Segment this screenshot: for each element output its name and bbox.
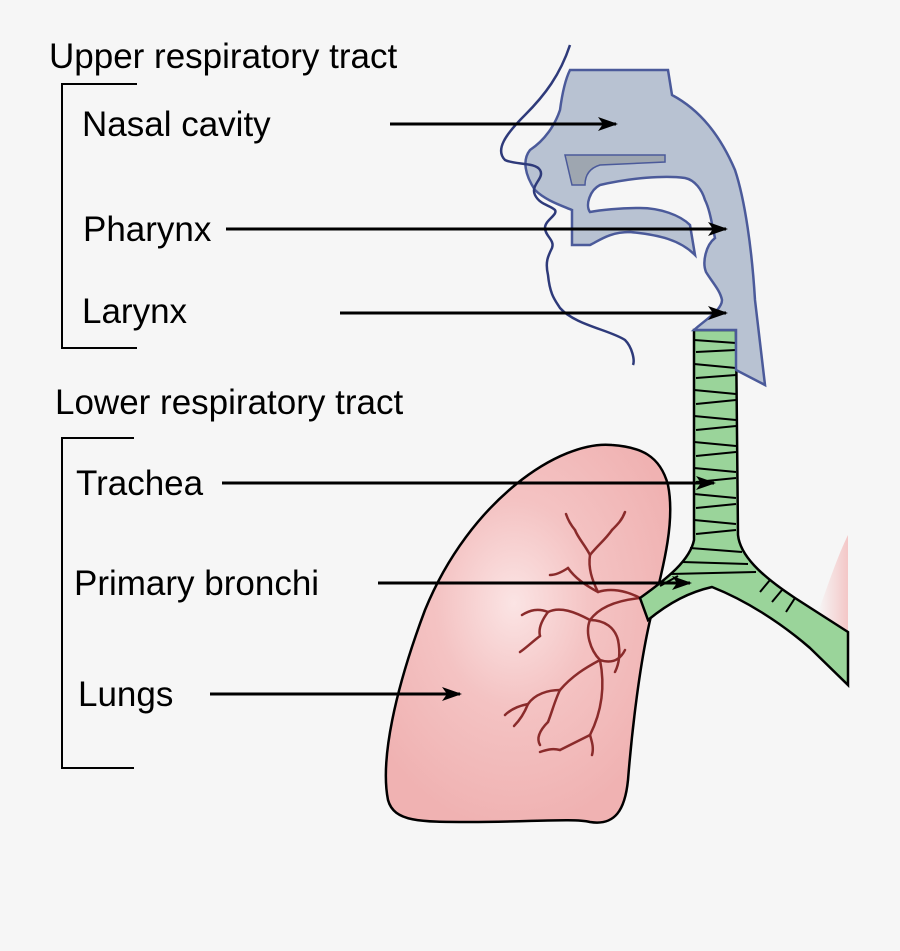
right-lung-fragment bbox=[818, 535, 848, 635]
label-lungs: Lungs bbox=[78, 675, 174, 714]
label-pharynx: Pharynx bbox=[83, 210, 212, 249]
label-arrows bbox=[210, 117, 728, 701]
label-trachea: Trachea bbox=[76, 464, 204, 503]
upper-tract-bracket bbox=[61, 83, 137, 349]
lower-tract-bracket bbox=[61, 437, 134, 769]
lung bbox=[384, 443, 672, 824]
lower-tract-heading: Lower respiratory tract bbox=[55, 383, 404, 422]
label-primary-bronchi: Primary bronchi bbox=[74, 564, 320, 603]
label-larynx: Larynx bbox=[82, 292, 188, 331]
trachea bbox=[638, 328, 850, 688]
bronchioles bbox=[503, 510, 642, 757]
label-nasal-cavity: Nasal cavity bbox=[82, 105, 271, 144]
upper-tract-heading: Upper respiratory tract bbox=[49, 37, 398, 76]
trachea-rings bbox=[659, 339, 796, 613]
nasal-passage-shadow bbox=[564, 154, 666, 186]
